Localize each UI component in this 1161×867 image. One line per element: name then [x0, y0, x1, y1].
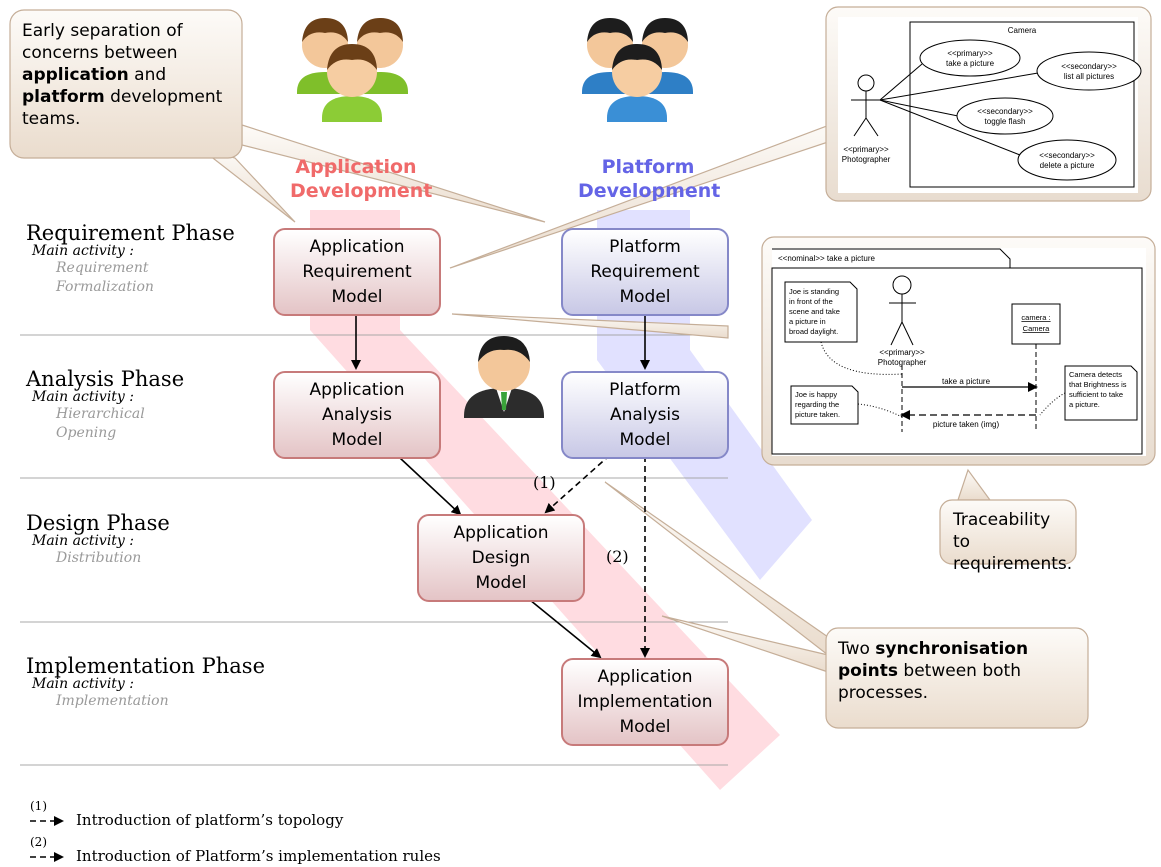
- separation-callout-box: [9, 9, 243, 159]
- phase-name: Requirement Phase: [26, 221, 235, 245]
- callout-text: Two: [838, 639, 876, 659]
- note-shape: [784, 281, 858, 343]
- phase-activity: Requirement Formalization: [56, 260, 154, 295]
- sequence-callout-tail: [451, 313, 729, 339]
- phase-name: Analysis Phase: [26, 367, 185, 391]
- platform-requirement-model: Platform Requirement Model: [561, 228, 729, 316]
- phase-name: Implementation Phase: [26, 654, 265, 678]
- usecase-actor-icon: [851, 74, 881, 137]
- person-business-icon: [464, 336, 544, 418]
- phase-activity-label: Main activity :: [32, 389, 135, 405]
- phase-activity: Implementation: [56, 693, 169, 709]
- legend-text: Introduction of platform’s topology: [76, 811, 344, 829]
- phase-analysis: Analysis Phase Main activity : Hierarchi…: [26, 368, 184, 443]
- application-analysis-model: Application Analysis Model: [273, 371, 441, 459]
- separation-callout-text: Early separation of concerns between app…: [22, 20, 234, 130]
- callout-text: development teams.: [22, 87, 223, 129]
- sync-marker-1: (1): [533, 473, 556, 492]
- phase-activity-label: Main activity :: [32, 243, 135, 259]
- callout-text: Early separation of concerns between: [22, 21, 183, 63]
- sync-callout-text: Two synchronisation points between both …: [838, 638, 1078, 704]
- legend-text: Introduction of Platform’s implementatio…: [76, 847, 441, 865]
- application-flow-band: [310, 210, 780, 790]
- phase-activity-label: Main activity :: [32, 533, 135, 549]
- sequence-object-box: [1011, 303, 1061, 345]
- traceability-callout-box: [939, 499, 1077, 565]
- sync-callout-box: [825, 627, 1089, 729]
- people-blue-icon: [582, 18, 693, 122]
- phase-activity-label: Main activity :: [32, 676, 135, 692]
- phase-activity: Distribution: [56, 550, 142, 566]
- usecase-ellipse: [1017, 139, 1117, 181]
- application-implementation-model: Application Implementation Model: [561, 658, 729, 746]
- callout-text: between both processes.: [838, 661, 1021, 703]
- phase-design: Design Phase Main activity : Distributio…: [26, 512, 170, 568]
- usecase-ellipse: [1036, 51, 1142, 91]
- arrow-app-ana-to-des: [399, 457, 462, 516]
- phase-activity: Hierarchical Opening: [56, 406, 145, 441]
- usecase-system-boundary: [909, 21, 1135, 188]
- legend-marker: (1): [30, 799, 47, 813]
- phase-requirement: Requirement Phase Main activity : Requir…: [26, 222, 235, 297]
- sequence-fragment-tab: [772, 248, 1011, 268]
- arrow-sync-1: [544, 454, 611, 514]
- usecase-ellipse: [956, 97, 1054, 135]
- note-shape: [1064, 365, 1138, 421]
- traceability-callout-tail: [957, 468, 992, 501]
- sequence-combined-fragment: [771, 267, 1143, 455]
- note-links: [820, 341, 1066, 418]
- sequence-actor-icon: [889, 275, 916, 346]
- callout-text: and: [128, 65, 167, 85]
- platform-analysis-model: Platform Analysis Model: [561, 371, 729, 459]
- application-requirement-model: Application Requirement Model: [273, 228, 441, 316]
- separation-callout-tail-left: [199, 147, 296, 223]
- phase-name: Design Phase: [26, 511, 170, 535]
- sync-marker-2: (2): [606, 547, 629, 566]
- note-shape: [790, 385, 859, 425]
- traceability-callout-text: Traceability to requirements.: [953, 510, 1073, 574]
- phase-implementation: Implementation Phase Main activity : Imp…: [26, 655, 265, 711]
- usecase-ellipse: [919, 39, 1021, 77]
- arrow-app-des-to-impl: [529, 599, 602, 659]
- callout-bold: platform: [22, 87, 105, 107]
- callout-bold: application: [22, 65, 129, 85]
- legend-marker: (2): [30, 835, 47, 849]
- people-green-icon: [297, 18, 408, 122]
- application-team-title: Application Development: [290, 156, 433, 202]
- application-design-model: Application Design Model: [417, 514, 585, 602]
- usecase-associations: [879, 63, 1039, 156]
- callout-bold: synchronisation points: [838, 639, 1029, 681]
- platform-team-title: Platform Development: [578, 156, 721, 202]
